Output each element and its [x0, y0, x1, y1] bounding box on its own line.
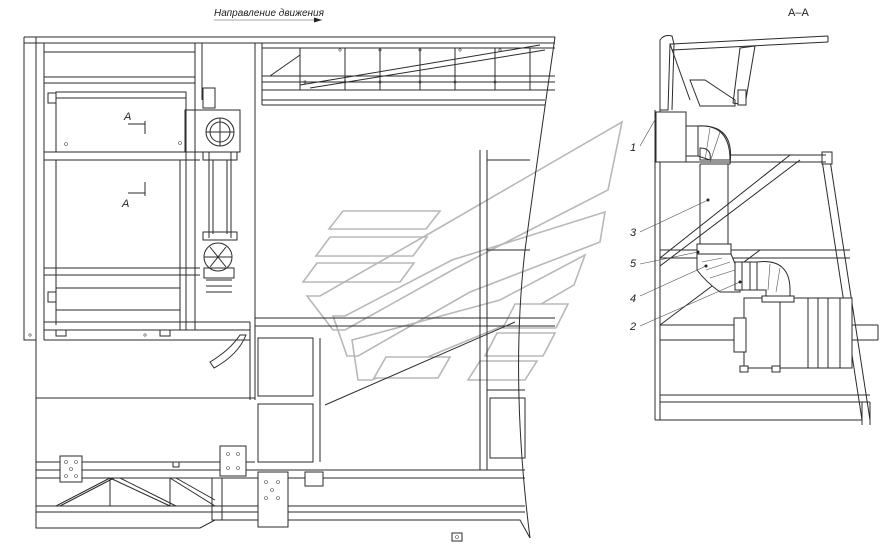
section-marker-bottom: А — [121, 198, 129, 210]
watermark-logo — [301, 120, 624, 381]
callout-1: 1 — [630, 142, 636, 154]
callout-5: 5 — [630, 258, 637, 270]
section-marker-top: А — [123, 111, 131, 123]
plan-view — [23, 17, 556, 542]
callout-2: 2 — [629, 321, 636, 333]
section-title: А–А — [788, 7, 809, 19]
callout-3: 3 — [630, 227, 637, 239]
section-view-a-a — [639, 35, 879, 425]
direction-label: Направление движения — [214, 8, 325, 19]
callout-4: 4 — [630, 293, 636, 305]
